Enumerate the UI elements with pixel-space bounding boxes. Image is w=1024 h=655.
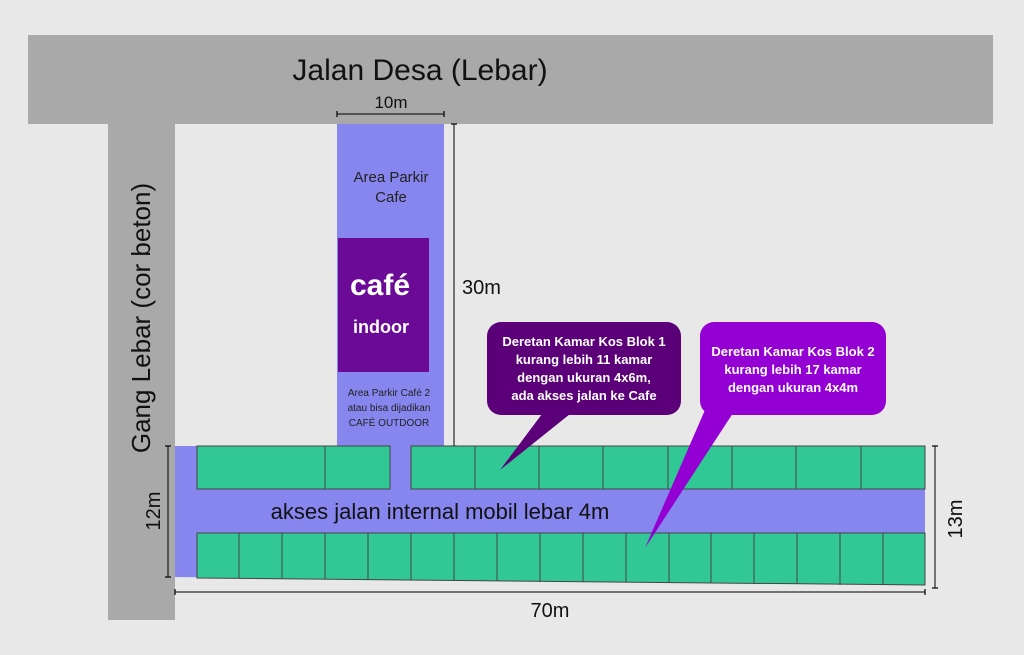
callout-block1: Deretan Kamar Kos Blok 1 kurang lebih 11… — [487, 322, 681, 470]
callout-block2-pointer — [645, 410, 735, 548]
dimension-13m-label: 13m — [945, 500, 967, 539]
parking2-line2: atau bisa dijadikan — [348, 403, 431, 414]
room — [602, 445, 669, 490]
room — [860, 445, 926, 490]
block2-room-dividers — [238, 533, 884, 585]
room — [196, 445, 326, 490]
callout-block2-line1: Deretan Kamar Kos Blok 2 — [711, 344, 874, 359]
block2-rooms-band — [196, 532, 926, 586]
side-road-label: Gang Lebar (cor beton) — [126, 183, 156, 453]
parking2-line1: Area Parkir Café 2 — [348, 388, 431, 399]
dimension-10m-label: 10m — [374, 93, 407, 112]
callout-block1-line2: kurang lebih 11 kamar — [516, 352, 653, 367]
block1-rooms — [196, 445, 926, 490]
side-road — [108, 124, 175, 620]
cafe-title: café — [350, 269, 410, 302]
callout-block2-box — [700, 322, 886, 415]
main-road-label: Jalan Desa (Lebar) — [292, 54, 547, 87]
cafe-indoor-block — [338, 238, 429, 372]
parking2-line3: CAFÉ OUTDOOR — [349, 416, 430, 429]
cafe-subtitle: indoor — [353, 317, 409, 337]
callout-block2-line2: kurang lebih 17 kamar — [724, 362, 861, 377]
callout-block1-pointer — [500, 410, 575, 470]
room — [474, 445, 540, 490]
dimension-70m-label: 70m — [531, 600, 570, 622]
parking-label-line1: Area Parkir — [353, 169, 428, 186]
dimension-12m-label: 12m — [143, 492, 165, 531]
dimension-30m-label: 30m — [462, 277, 501, 299]
callout-block1-line4: ada akses jalan ke Cafe — [511, 388, 656, 403]
main-road — [28, 35, 993, 124]
callout-block2: Deretan Kamar Kos Blok 2 kurang lebih 17… — [645, 322, 886, 548]
parking-label-line2: Cafe — [375, 189, 407, 206]
room — [324, 445, 391, 490]
room — [731, 445, 797, 490]
room — [538, 445, 604, 490]
callout-block1-line1: Deretan Kamar Kos Blok 1 — [502, 334, 665, 349]
room — [410, 445, 476, 490]
access-road-label: akses jalan internal mobil lebar 4m — [271, 499, 610, 524]
callout-block1-line3: dengan ukuran 4x6m, — [517, 370, 651, 385]
callout-block2-line3: dengan ukuran 4x4m — [728, 380, 858, 395]
callout-block1-box — [487, 322, 681, 415]
room — [795, 445, 862, 490]
